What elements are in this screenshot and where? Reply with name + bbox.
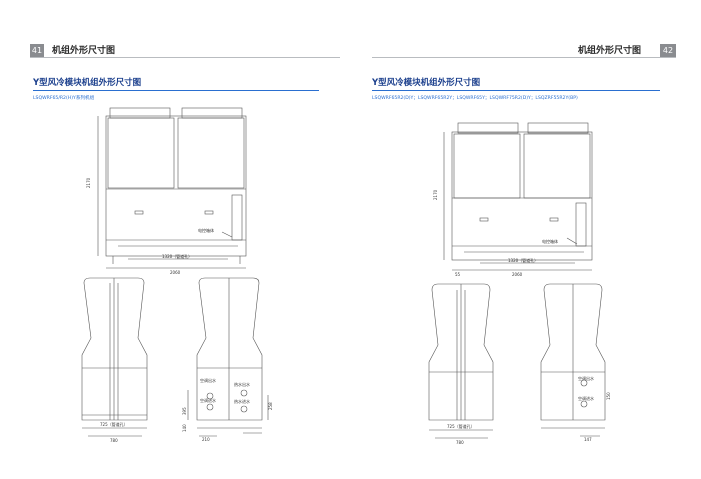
right-side-view-2 [540,283,606,437]
right-front-elevation [443,122,593,271]
right-dim-side-width: 780 [456,440,464,445]
right-dim-height: 2170 [433,189,438,200]
section-underline-left [33,90,319,91]
section-title-right: Y型风冷模块机组外形尺寸图 [372,78,481,88]
left-label-hot-out: 热水出水 [234,381,250,387]
right-label-water-in: 空调进水 [578,395,594,401]
left-front-elevation [97,107,247,269]
left-label-electric-box: 电控箱体 [198,227,214,233]
header-divider-right [372,57,676,58]
left-dim-base: 1320（管道孔） [162,253,192,259]
right-label-water-out: 空调出水 [578,375,594,381]
left-dim-side-width: 780 [110,438,118,443]
right-side-view-1 [428,283,494,439]
left-label-water-in: 空调进水 [200,397,216,403]
left-side-view-1 [81,277,148,437]
right-dim-base: 1320（管道孔） [508,257,538,263]
left-dim-side-inner: 725（管道孔） [100,421,128,427]
right-dim-side-inner: 725（管道孔） [447,423,475,429]
left-dim-d3: 395 [182,407,187,415]
right-dim-left-offset: 55 [455,272,461,277]
section-title-left: Y型风冷模块机组外形尺寸图 [33,78,142,88]
page-number-right: 42 [660,44,676,57]
header-divider-left [30,57,340,58]
right-label-electric-box: 电控箱体 [542,238,558,244]
model-list-right: LSQWRF65R2(D)Y；LSQWRF65R2Y；LSQWRF65Y；LSQ… [372,96,578,101]
right-dim-width: 2060 [512,272,523,277]
page-header-title-left: 机组外形尺寸图 [52,46,116,56]
section-underline-right [372,90,660,91]
right-dim-d2: 147 [584,437,592,442]
left-dim-d4: 140 [182,424,187,432]
model-list-left: LSQWRF65/R2(H)Y系列机组 [33,96,95,101]
right-dim-d1: 150 [606,392,611,400]
left-dim-d2: 258 [268,402,273,410]
left-label-hot-in: 热水进水 [234,398,250,404]
left-dim-height: 2170 [86,177,91,188]
left-side-view-2 [187,277,269,437]
page-header-title-right: 机组外形尺寸图 [578,46,642,56]
left-dim-d1: 210 [202,437,210,442]
left-dim-width: 2060 [170,270,181,275]
left-label-water-out: 空调出水 [200,377,216,383]
page-number-left: 41 [30,44,44,57]
